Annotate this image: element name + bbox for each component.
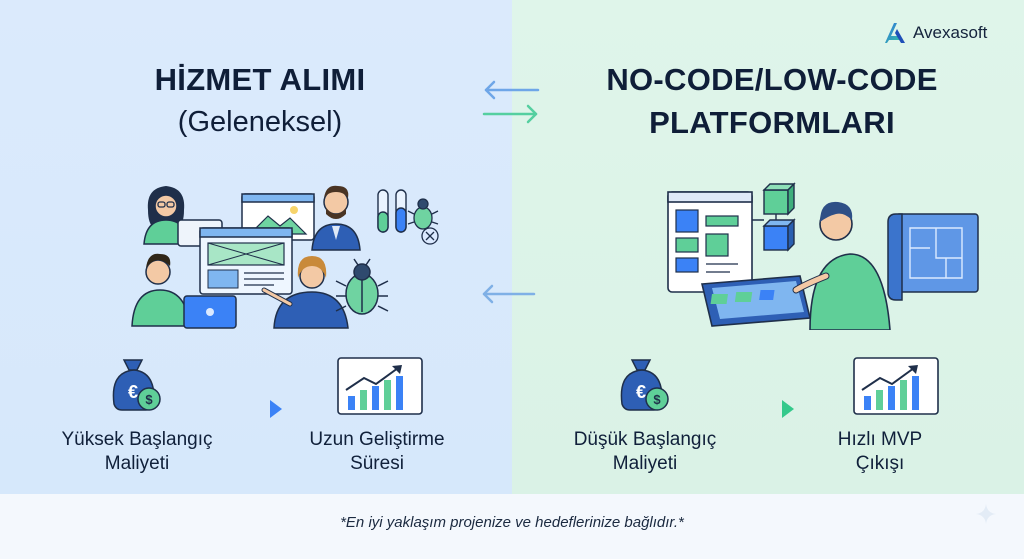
growth-chart-icon-right	[853, 357, 939, 415]
money-bag-icon-right: € $	[620, 359, 669, 411]
footer	[0, 494, 1024, 559]
avexasoft-logo-icon	[885, 23, 905, 43]
left-subtitle: (Geleneksel)	[177, 106, 343, 138]
left-cost-label-line2: Maliyeti	[104, 453, 170, 474]
right-title-line1: NO-CODE/LOW-CODE	[606, 62, 938, 97]
right-cost-label-line2: Maliyeti	[612, 453, 678, 474]
svg-text:$: $	[145, 392, 153, 407]
sparkle-icon	[976, 504, 996, 524]
right-time-label-line1: Hızlı MVP	[837, 429, 923, 450]
right-cost-label-line1: Düşük Başlangıç	[573, 429, 717, 450]
svg-text:$: $	[653, 392, 661, 407]
svg-text:€: €	[636, 382, 646, 402]
brand-name: Avexasoft	[913, 23, 988, 42]
left-cost-label-line1: Yüksek Başlangıç	[61, 429, 213, 450]
left-time-label-line2: Süresi	[350, 453, 404, 474]
team-illustration-icon	[131, 185, 439, 329]
arrow-left-icon	[482, 284, 536, 304]
arrow-right-icon-right	[740, 400, 794, 418]
left-title: HİZMET ALIMI	[154, 62, 366, 97]
arrow-right-icon	[228, 400, 282, 418]
money-bag-icon: € $	[112, 359, 161, 411]
exchange-arrows-icon	[482, 80, 540, 124]
right-time-label-line2: Çıkışı	[855, 453, 905, 474]
builder-illustration-icon	[667, 182, 979, 330]
right-title-line2: PLATFORMLARI	[649, 105, 895, 140]
brand: Avexasoft	[882, 20, 987, 46]
left-time-label-line1: Uzun Geliştirme	[309, 429, 445, 450]
svg-text:€: €	[128, 382, 138, 402]
footnote: *En iyi yaklaşım projenize ve hedeflerin…	[340, 514, 684, 531]
growth-chart-icon	[337, 357, 423, 415]
